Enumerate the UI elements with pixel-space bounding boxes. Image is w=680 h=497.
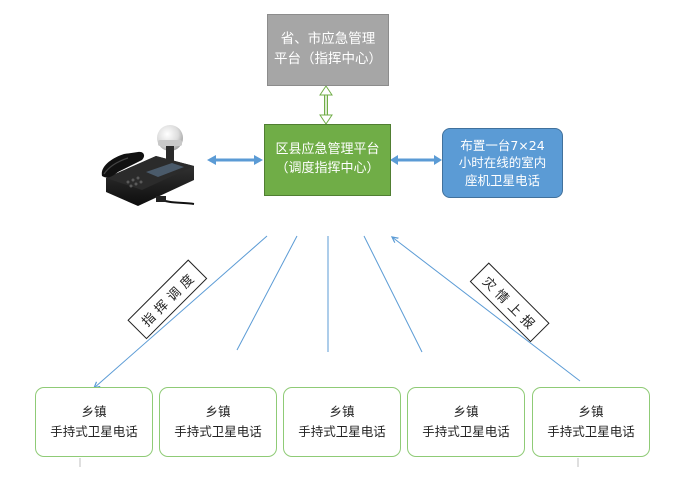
provincial-platform-line2: 平台（指挥中心） [274,51,382,67]
town-device: 手持式卫星电话 [422,424,510,439]
town-box-1: 乡镇 手持式卫星电话 [35,387,153,457]
indoor-phone-line3: 座机卫星电话 [464,172,540,188]
provincial-platform-line1: 省、市应急管理 [280,31,376,48]
town-name: 乡镇 [329,404,355,419]
indoor-phone-line2: 小时在线的室内 [458,155,547,171]
indoor-satellite-phone-box: 布置一台7×24 小时在线的室内 座机卫星电话 [442,128,563,198]
county-platform-box: 区县应急管理平台 （调度指挥中心） [264,124,391,196]
county-platform-line1: 区县应急管理平台 [275,142,380,158]
town-device: 手持式卫星电话 [298,424,386,439]
town-device: 手持式卫星电话 [50,424,138,439]
town-box-5: 乡镇 手持式卫星电话 [532,387,650,457]
county-platform-line2: （调度指挥中心） [275,161,380,176]
town-box-4: 乡镇 手持式卫星电话 [407,387,525,457]
report-arrow [392,237,581,382]
satellite-desk-phone-icon [101,125,195,206]
town-name: 乡镇 [578,404,604,419]
town-device: 手持式卫星电话 [547,424,635,439]
dispatch-arrow [94,235,268,388]
provincial-platform-box: 省、市应急管理 平台（指挥中心） [267,14,389,86]
town-name: 乡镇 [453,404,479,419]
town-box-2: 乡镇 手持式卫星电话 [159,387,277,457]
indoor-phone-line1: 布置一台7×24 [460,137,545,153]
town-name: 乡镇 [81,404,107,419]
town-device: 手持式卫星电话 [174,424,262,439]
center-rightbox-double-arrow [390,155,442,165]
fan-line-4 [363,235,423,353]
phone-center-double-arrow [207,155,263,165]
town-name: 乡镇 [205,404,231,419]
top-center-double-arrow [319,85,333,125]
town-box-3: 乡镇 手持式卫星电话 [283,387,401,457]
fan-line-2 [236,235,298,351]
